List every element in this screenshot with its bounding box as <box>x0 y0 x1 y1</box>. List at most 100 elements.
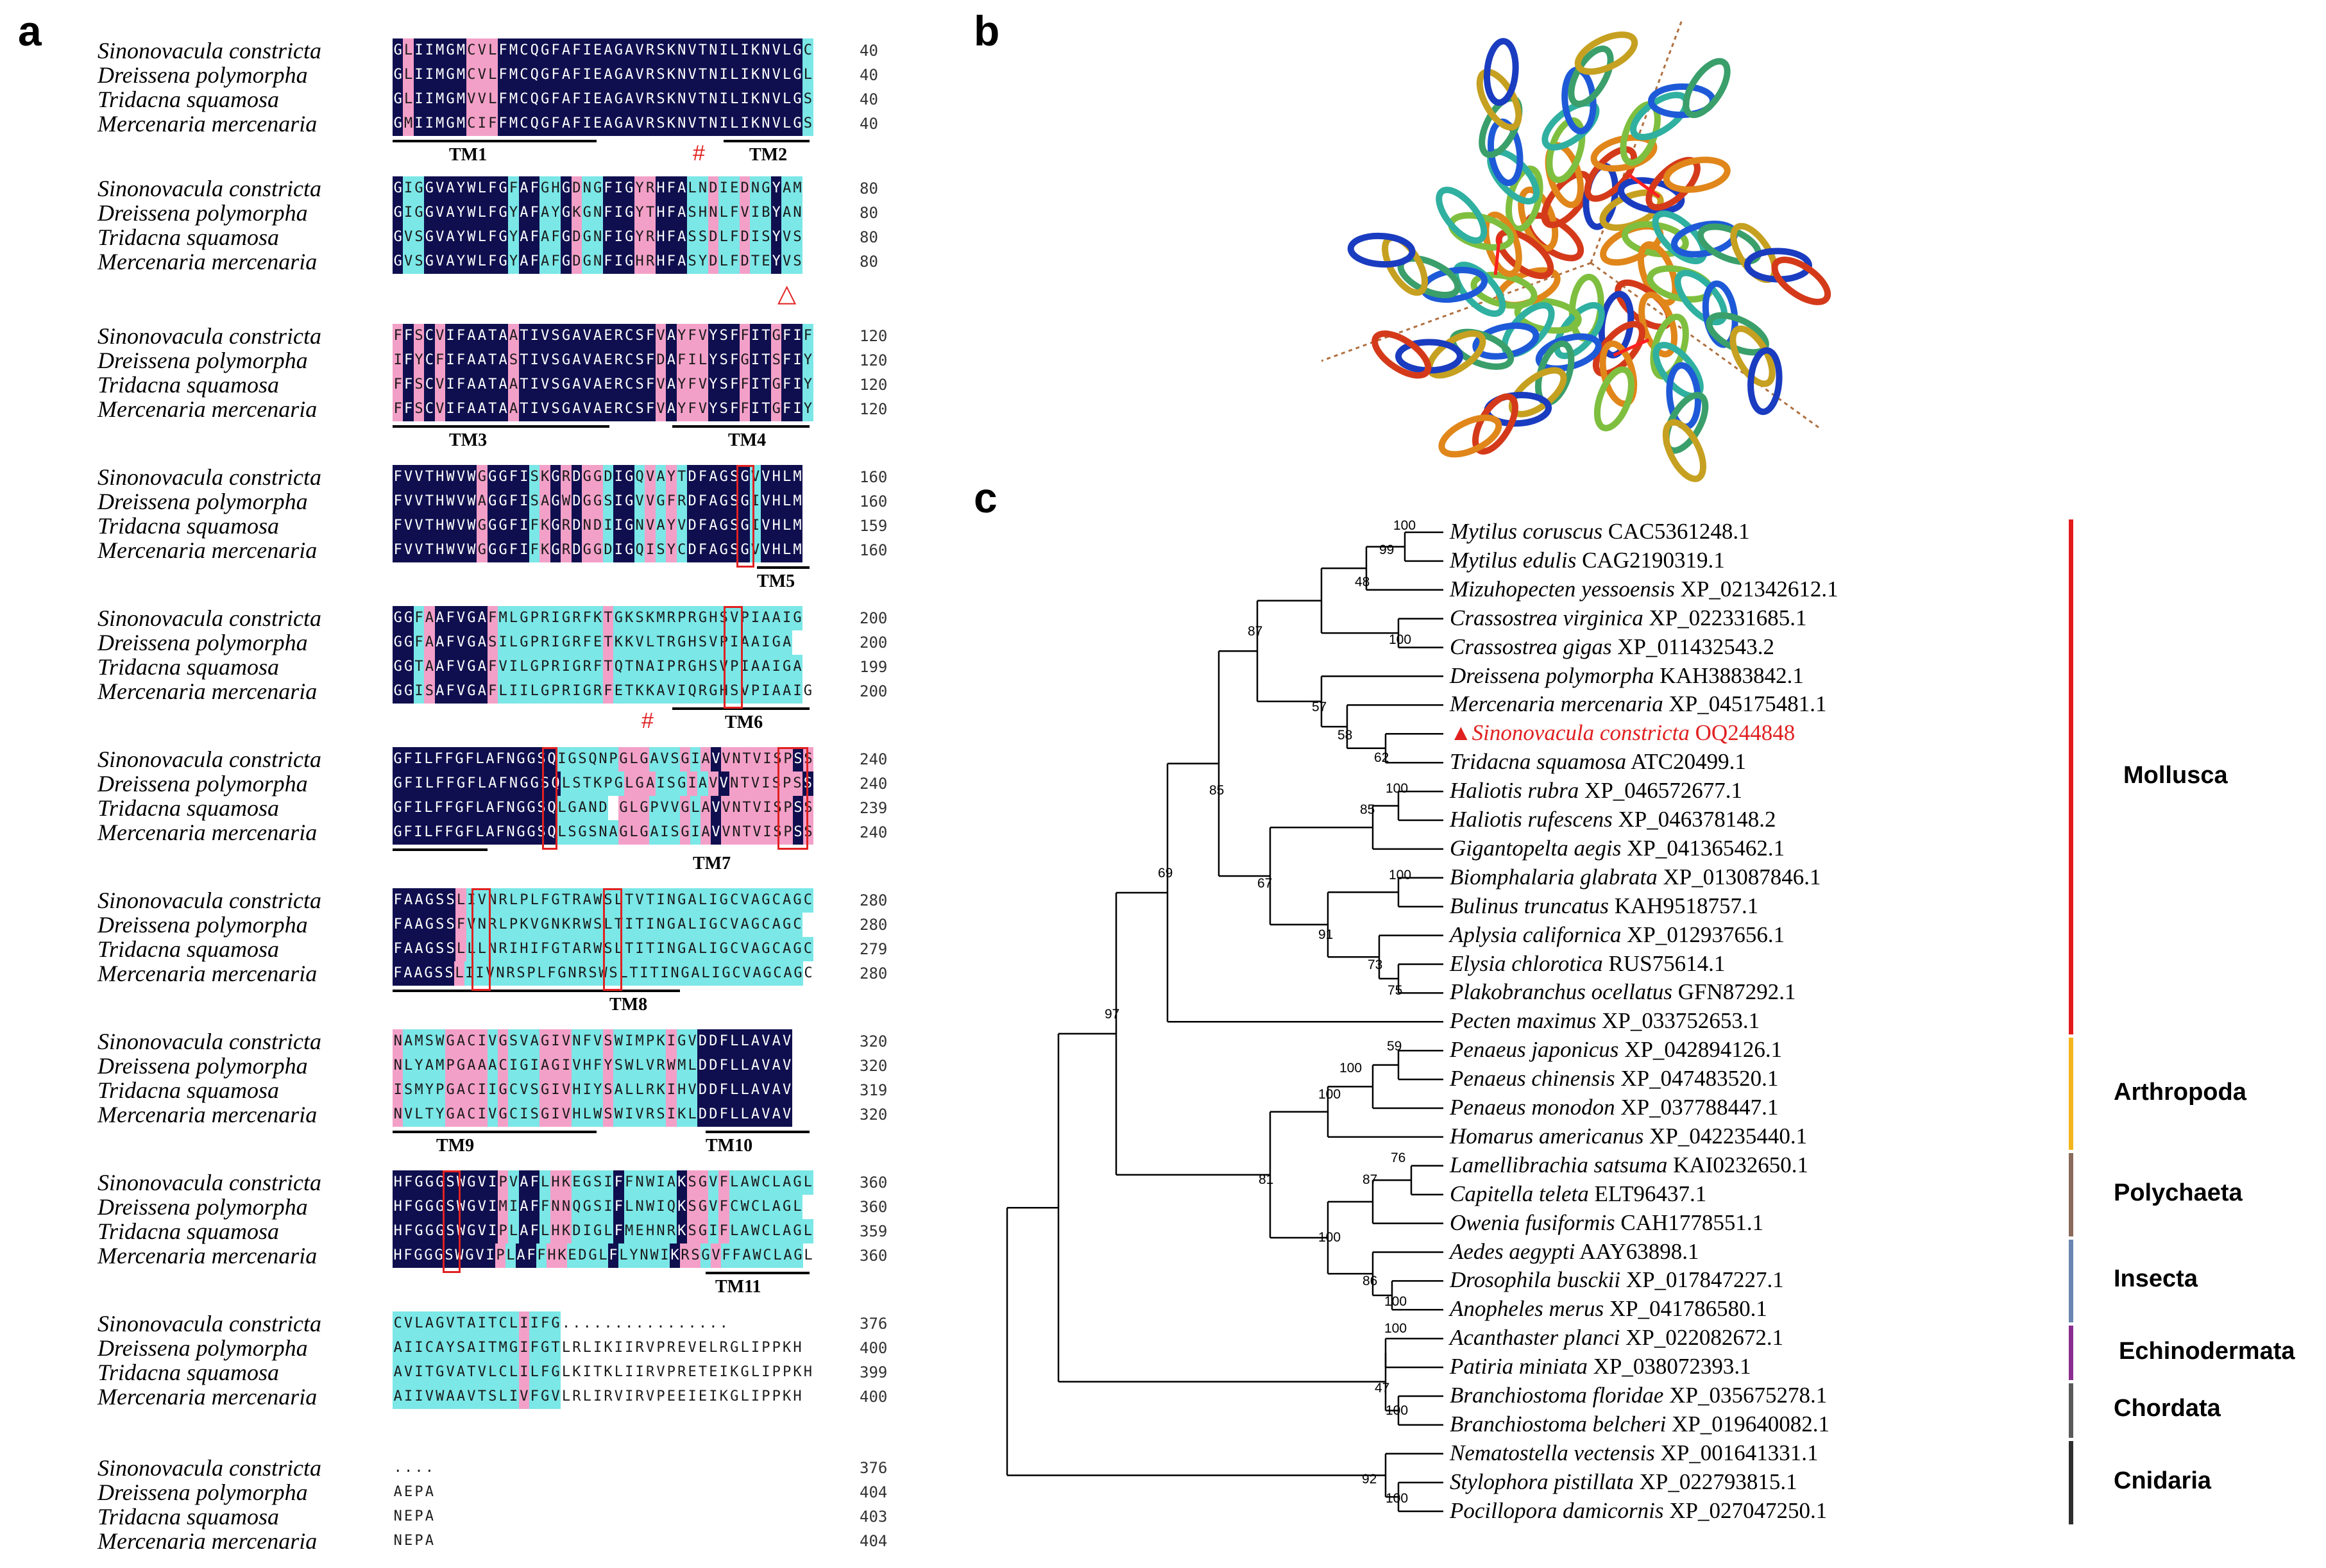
residue: A <box>592 373 603 397</box>
residue: N <box>750 176 761 201</box>
residue: V <box>413 514 425 538</box>
residue: F <box>434 820 444 845</box>
accession-number: XP_042894126.1 <box>1624 1037 1783 1063</box>
residue: P <box>608 747 618 771</box>
bootstrap-value: 76 <box>1391 1151 1406 1165</box>
residue: S <box>718 373 729 397</box>
residue: L <box>629 747 639 771</box>
residue: G <box>539 176 550 201</box>
residue: L <box>508 630 519 655</box>
species-name: Haliotis rubra <box>1450 778 1579 804</box>
residue: I <box>413 796 423 820</box>
residue: G <box>567 796 577 820</box>
residue: V <box>739 888 751 913</box>
residue: D <box>739 249 751 274</box>
residue: L <box>477 771 488 796</box>
residue: S <box>697 630 708 655</box>
residue: G <box>539 87 550 112</box>
residue: C <box>518 38 530 63</box>
residue: L <box>781 514 792 538</box>
residue: I <box>557 747 567 771</box>
residue: A <box>518 225 530 249</box>
residue: N <box>550 913 561 937</box>
accession-number: XP_022793815.1 <box>1639 1469 1797 1494</box>
accession-number: RUS75614.1 <box>1608 950 1726 976</box>
residue: G <box>792 63 803 87</box>
residue: A <box>602 87 614 112</box>
residue: I <box>529 348 540 373</box>
residue: G <box>624 465 634 489</box>
residue: V <box>645 514 656 538</box>
residue: G <box>592 176 603 201</box>
residue: C <box>624 348 634 373</box>
residue: R <box>697 679 708 704</box>
residue: G <box>680 747 690 771</box>
residue: G <box>539 679 550 704</box>
tm-label: TM3 <box>449 430 488 450</box>
residue: G <box>526 796 536 820</box>
position-number: 240 <box>860 823 888 841</box>
species-label: Tridacna squamosa <box>98 936 280 962</box>
residue: S <box>686 249 698 274</box>
residue: F <box>393 397 403 421</box>
residue: V <box>697 373 708 397</box>
residue: C <box>518 87 530 112</box>
residue: D <box>708 176 719 201</box>
residue: H <box>771 538 782 562</box>
residue: G <box>718 514 729 538</box>
residue: G <box>497 538 509 562</box>
spacer <box>1634 1469 1640 1494</box>
residue: F <box>550 87 561 112</box>
residue: M <box>655 606 666 630</box>
residue: E <box>602 348 614 373</box>
residue: V <box>645 489 656 514</box>
residue: A <box>434 655 445 679</box>
residue: G <box>466 655 477 679</box>
residue: I <box>582 87 593 112</box>
residue: S <box>487 630 498 655</box>
position-number: 199 <box>860 658 888 676</box>
residue: A <box>624 112 634 136</box>
residue: S <box>508 348 519 373</box>
tree-leaf-label: Mytilus coruscus CAC5361248.1 <box>1450 520 1750 543</box>
residue: F <box>508 514 519 538</box>
residue: D <box>592 514 603 538</box>
residue: N <box>676 63 687 87</box>
residue: N <box>505 820 516 845</box>
residue: S <box>434 913 445 937</box>
residue: G <box>393 655 403 679</box>
residue: A <box>602 63 614 87</box>
residue: D <box>571 538 582 562</box>
residue: A <box>602 38 614 63</box>
residue: A <box>608 820 618 845</box>
residue: C <box>771 888 782 913</box>
residue: Q <box>547 747 557 771</box>
residue: V <box>686 112 698 136</box>
species-label: Sinonovacula constricta <box>98 38 321 63</box>
species-label: Sinonovacula constricta <box>98 888 321 913</box>
residue: F <box>464 820 475 845</box>
residue: F <box>582 630 593 655</box>
residue: I <box>739 63 751 87</box>
residue: F <box>602 225 614 249</box>
residue: F <box>445 679 456 704</box>
position-number: 159 <box>860 517 888 535</box>
residue: Y <box>676 373 687 397</box>
residue: L <box>487 87 498 112</box>
residue: G <box>393 201 403 225</box>
residue: M <box>792 465 803 489</box>
position-number: 40 <box>860 90 878 108</box>
residue: A <box>434 630 445 655</box>
residue: P <box>783 747 793 771</box>
residue: A <box>792 655 803 679</box>
tree-leaf-label: Acanthaster planci XP_022082672.1 <box>1450 1326 1783 1349</box>
taxon-label: Chordata <box>2114 1395 2221 1422</box>
residue: D <box>686 514 698 538</box>
residue: G <box>760 176 772 201</box>
residue: V <box>752 820 762 845</box>
residue: I <box>718 112 729 136</box>
residue: L <box>518 655 530 679</box>
residue: F <box>508 176 519 201</box>
residue: K <box>539 538 550 562</box>
residue: F <box>455 348 466 373</box>
